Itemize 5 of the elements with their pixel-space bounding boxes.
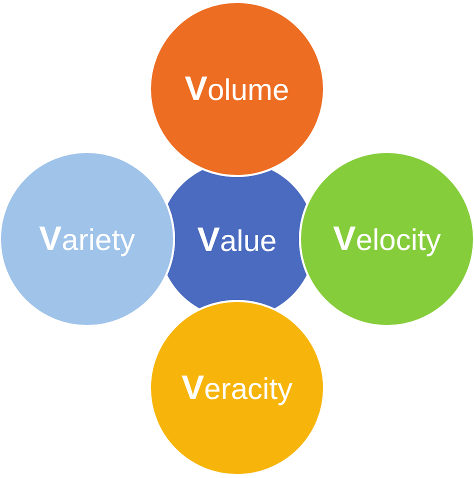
- node-label: Volume: [184, 72, 290, 106]
- node-label: Value: [197, 223, 277, 257]
- node-label: Variety: [38, 222, 136, 256]
- node-label: Veracity: [181, 371, 293, 405]
- node-label: Velocity: [333, 222, 441, 256]
